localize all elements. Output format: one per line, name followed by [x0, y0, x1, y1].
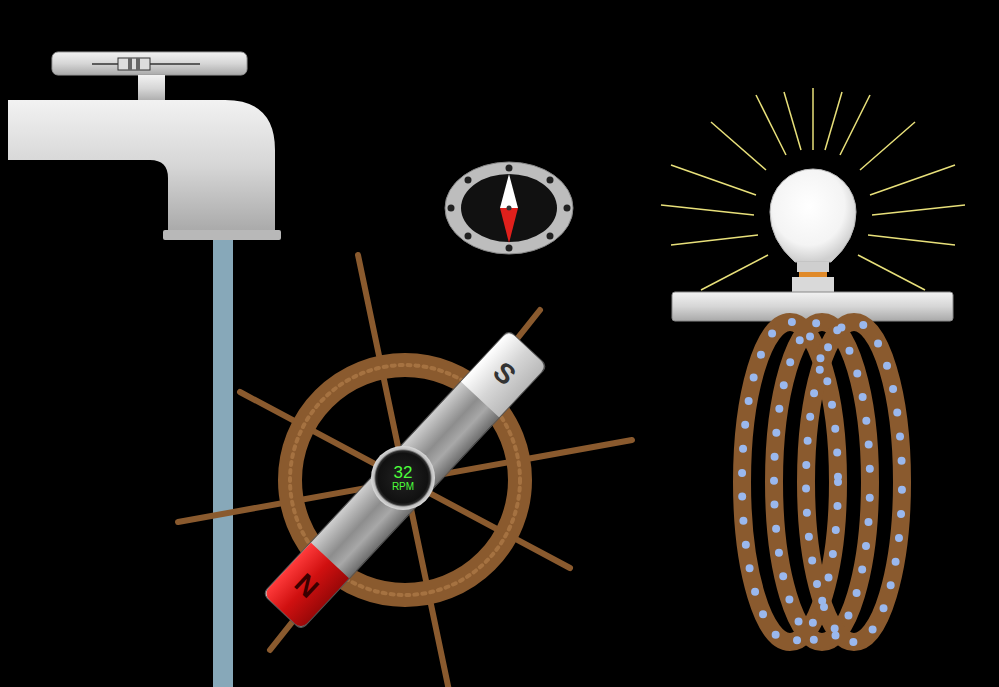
magnet-south-pole: S	[461, 331, 547, 418]
pickup-coil	[742, 322, 902, 642]
water-wheel	[178, 255, 632, 687]
node-label: S	[488, 357, 521, 390]
unit-label: RPM	[392, 481, 414, 492]
rpm-gauge: 32RPM	[371, 446, 435, 510]
light-bulb	[661, 88, 965, 321]
node-label: N	[289, 569, 323, 603]
water-stream	[213, 240, 233, 687]
faucet	[8, 52, 281, 240]
node-label: 32	[394, 464, 413, 481]
magnet-north-pole: N	[263, 543, 349, 630]
compass	[445, 162, 573, 254]
